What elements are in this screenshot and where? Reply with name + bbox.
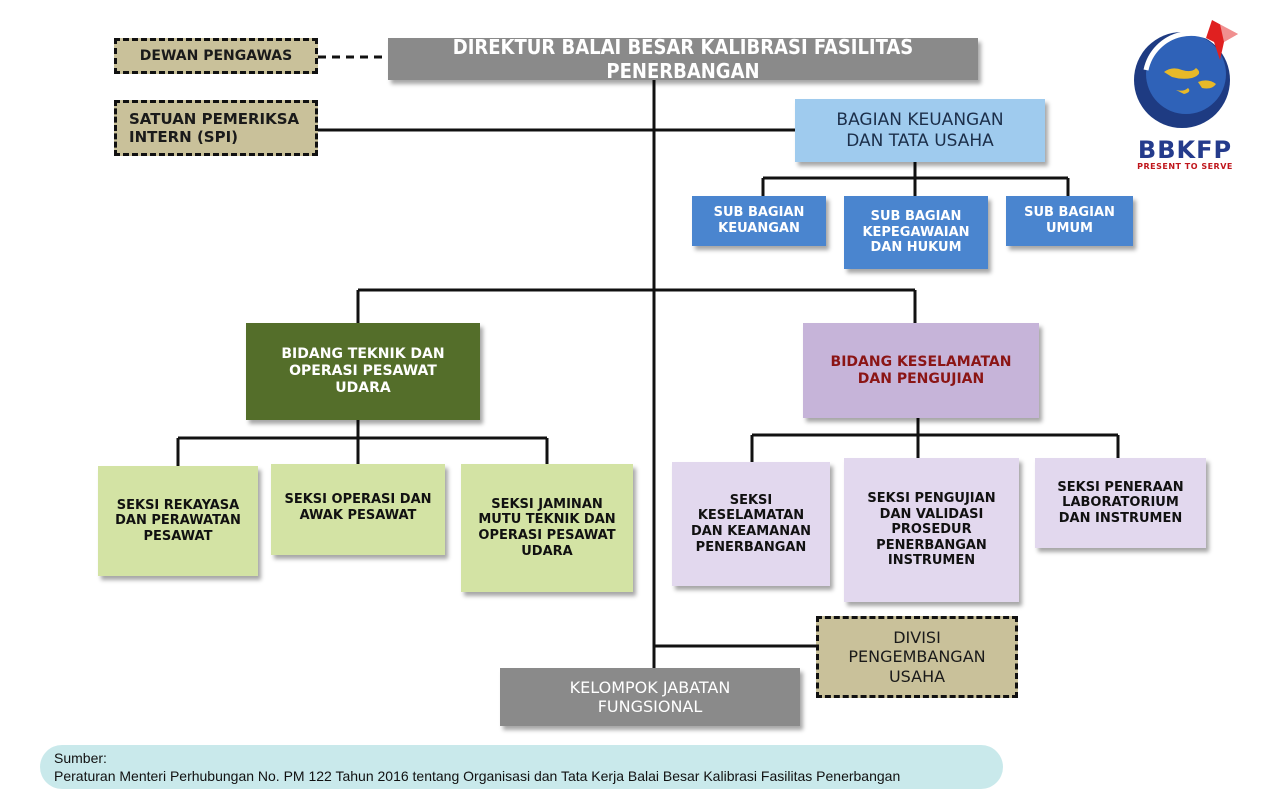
divisi-pengembangan-box: DIVISI PENGEMBANGAN USAHA: [816, 616, 1018, 698]
logo-name: BBKFP: [1137, 136, 1233, 164]
sub-bagian-kepegawaian-box: SUB BAGIAN KEPEGAWAIAN DAN HUKUM: [844, 196, 988, 269]
spi-label: SATUAN PEMERIKSA INTERN (SPI): [129, 110, 300, 146]
seksi-jaminan-mutu-label: SEKSI JAMINAN MUTU TEKNIK DAN OPERASI PE…: [478, 496, 616, 559]
seksi-keselamatan-box: SEKSI KESELAMATAN DAN KEAMANAN PENERBANG…: [672, 462, 830, 586]
sub-bagian-keuangan-box: SUB BAGIAN KEUANGAN: [692, 196, 826, 246]
bidang-teknik-label: BIDANG TEKNIK DAN OPERASI PESAWAT UDARA: [281, 346, 445, 396]
sub-bagian-umum-label: SUB BAGIAN UMUM: [1024, 205, 1115, 236]
kelompok-jabatan-label: KELOMPOK JABATAN FUNGSIONAL: [569, 677, 731, 716]
spi-box: SATUAN PEMERIKSA INTERN (SPI): [114, 100, 318, 156]
sub-bagian-umum-box: SUB BAGIAN UMUM: [1006, 196, 1133, 246]
bidang-keselamatan-box: BIDANG KESELAMATAN DAN PENGUJIAN: [803, 323, 1039, 418]
source-text: Peraturan Menteri Perhubungan No. PM 122…: [54, 768, 901, 785]
seksi-jaminan-mutu-box: SEKSI JAMINAN MUTU TEKNIK DAN OPERASI PE…: [461, 464, 633, 592]
seksi-keselamatan-label: SEKSI KESELAMATAN DAN KEAMANAN PENERBANG…: [690, 492, 812, 555]
globe-plane-logo-icon: [1134, 20, 1238, 128]
bbkfp-logo: BBKFP PRESENT TO SERVE: [1120, 12, 1250, 172]
seksi-pengujian-label: SEKSI PENGUJIAN DAN VALIDASI PROSEDUR PE…: [867, 491, 996, 569]
director-title: DIREKTUR BALAI BESAR KALIBRASI FASILITAS…: [452, 35, 914, 83]
kelompok-jabatan-box: KELOMPOK JABATAN FUNGSIONAL: [500, 668, 800, 726]
sub-bagian-keuangan-label: SUB BAGIAN KEUANGAN: [713, 205, 805, 236]
bidang-keselamatan-label: BIDANG KESELAMATAN DAN PENGUJIAN: [830, 353, 1012, 387]
bidang-teknik-box: BIDANG TEKNIK DAN OPERASI PESAWAT UDARA: [246, 323, 480, 420]
sub-bagian-kepegawaian-label: SUB BAGIAN KEPEGAWAIAN DAN HUKUM: [862, 209, 970, 256]
bagian-keuangan-label: BAGIAN KEUANGAN DAN TATA USAHA: [836, 110, 1004, 151]
divisi-pengembangan-label: DIVISI PENGEMBANGAN USAHA: [848, 628, 986, 686]
bagian-keuangan-box: BAGIAN KEUANGAN DAN TATA USAHA: [795, 99, 1045, 162]
seksi-operasi-label: SEKSI OPERASI DAN AWAK PESAWAT: [284, 492, 432, 523]
dewan-pengawas-label: DEWAN PENGAWAS: [139, 47, 293, 64]
seksi-peneraan-label: SEKSI PENERAAN LABORATORIUM DAN INSTRUME…: [1057, 479, 1184, 526]
seksi-peneraan-box: SEKSI PENERAAN LABORATORIUM DAN INSTRUME…: [1035, 458, 1206, 548]
seksi-operasi-box: SEKSI OPERASI DAN AWAK PESAWAT: [271, 464, 445, 555]
director-box: DIREKTUR BALAI BESAR KALIBRASI FASILITAS…: [388, 35, 978, 83]
source-footer: Sumber: Peraturan Menteri Perhubungan No…: [40, 745, 1003, 789]
source-heading: Sumber:: [54, 750, 107, 766]
seksi-pengujian-box: SEKSI PENGUJIAN DAN VALIDASI PROSEDUR PE…: [844, 458, 1019, 602]
dewan-pengawas-box: DEWAN PENGAWAS: [114, 38, 318, 74]
seksi-rekayasa-label: SEKSI REKAYASA DAN PERAWATAN PESAWAT: [115, 497, 241, 544]
seksi-rekayasa-box: SEKSI REKAYASA DAN PERAWATAN PESAWAT: [98, 466, 258, 576]
logo-tagline: PRESENT TO SERVE: [1137, 162, 1233, 171]
